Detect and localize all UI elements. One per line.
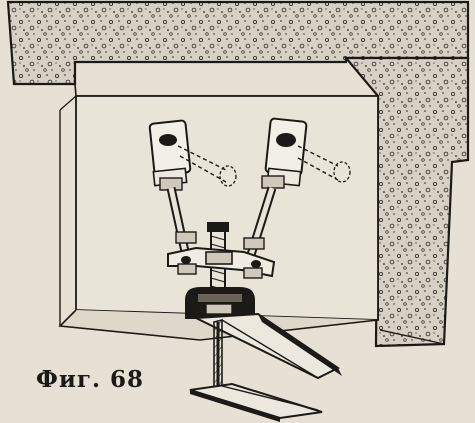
figure-caption: Фиг. 68 <box>36 366 144 393</box>
left-threaded-rod <box>166 187 197 257</box>
cross-plate <box>167 246 276 279</box>
left-anchor-bracket <box>148 119 237 191</box>
monorail-i-beam <box>189 312 342 422</box>
rail-clamp <box>185 287 255 319</box>
right-anchor-bracket <box>261 117 351 189</box>
right-threaded-rod <box>243 186 277 260</box>
